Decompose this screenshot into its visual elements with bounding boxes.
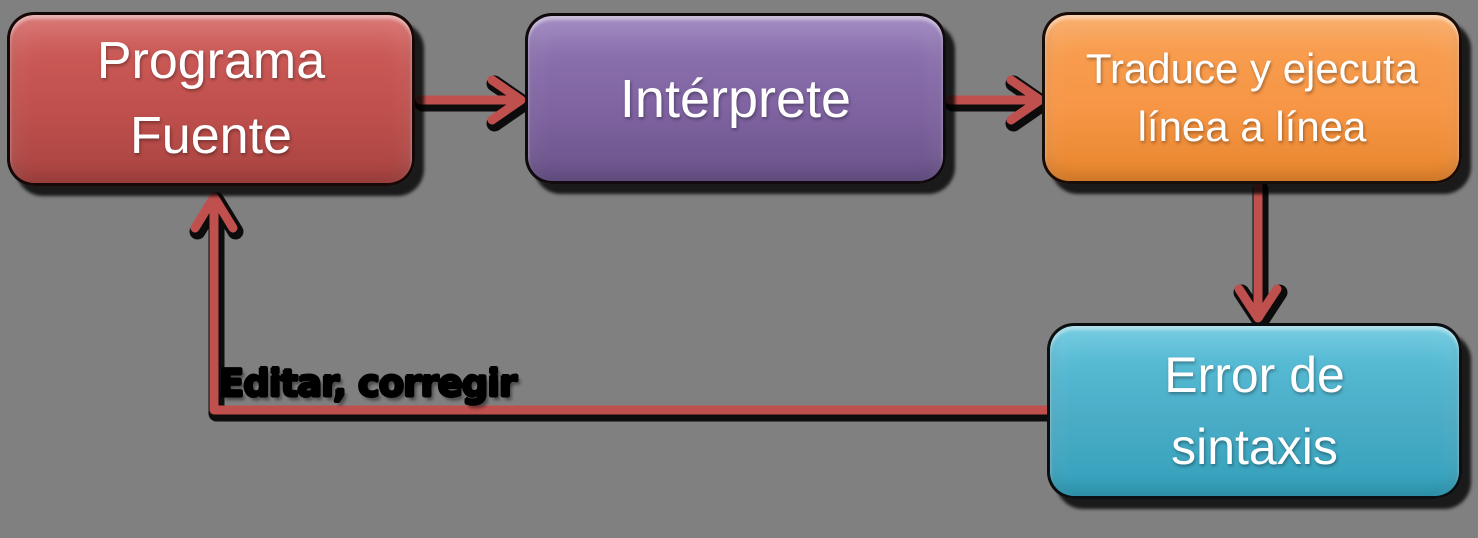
node-label-line: Error de [1164, 347, 1345, 403]
node-traduce-ejecuta: Traduce y ejecuta línea a línea [1042, 12, 1462, 184]
node-error-sintaxis: Error de sintaxis [1047, 323, 1462, 499]
edge-label-editar-corregir: Editar, corregir [219, 362, 517, 405]
node-interprete: Intérprete [525, 13, 946, 184]
node-label-line: Programa [96, 32, 326, 90]
node-label-line: Intérprete [619, 68, 852, 129]
node-label-line: Fuente [130, 107, 292, 165]
arrow-interprete-to-traduce-head [1006, 75, 1045, 125]
node-label-line: línea a línea [1137, 103, 1367, 150]
node-programa-fuente: Programa Fuente [7, 12, 415, 186]
node-label-line: Traduce y ejecuta [1085, 45, 1419, 92]
arrow-error-to-programa-line [209, 199, 1052, 415]
node-label-line: sintaxis [1171, 419, 1338, 475]
arrow-error-to-programa-head [190, 192, 238, 233]
arrow-programa-to-interprete-head [487, 75, 526, 125]
arrow-traduce-to-error-head [1234, 284, 1282, 323]
